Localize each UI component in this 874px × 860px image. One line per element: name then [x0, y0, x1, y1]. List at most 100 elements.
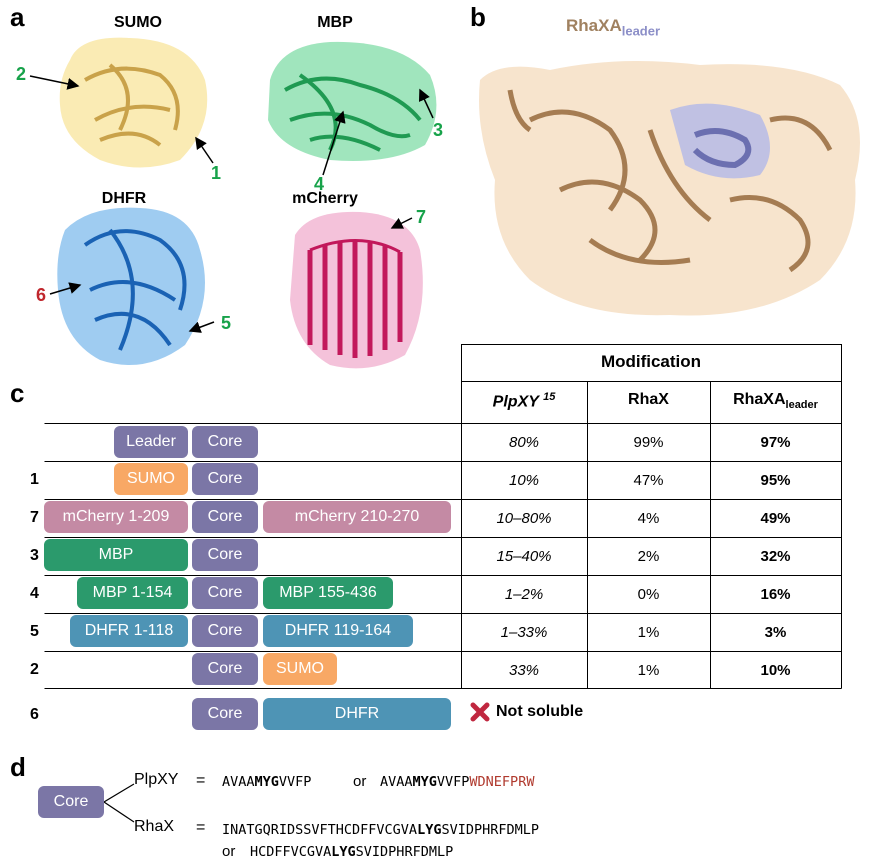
mcherry-title: mCherry	[292, 190, 358, 207]
seq-motif: MYG	[254, 774, 279, 790]
rhaxa-structure	[479, 61, 860, 316]
core-box: Core	[192, 463, 258, 495]
row6-rhax: 1%	[637, 662, 660, 679]
seq-motif: LYG	[417, 822, 442, 838]
row3-plpxy: 15–40%	[496, 548, 552, 565]
seq-motif: MYG	[412, 774, 437, 790]
rhax-sequence-2: HCDFFVCGVALYGSVIDPHRFDMLP	[250, 844, 453, 860]
seq-part: VVFP	[436, 774, 470, 790]
callout-6: 6	[36, 285, 47, 305]
row1-rhax: 47%	[633, 472, 664, 489]
row6-plpxy: 33%	[508, 662, 540, 679]
row7-label: 6	[30, 706, 39, 723]
row4-rhaxa: 16%	[760, 586, 791, 603]
plpxy-sequence-2: AVAAMYGVVFPWDNEFPRW	[380, 774, 534, 790]
cross-icon	[470, 702, 490, 722]
callout-5: 5	[221, 313, 232, 333]
panel-a-letter: a	[10, 2, 25, 32]
not-soluble-text: Not soluble	[496, 703, 584, 720]
leader-box: Leader	[114, 426, 188, 458]
equals-rhax: =	[196, 819, 206, 836]
core-box: Core	[192, 539, 258, 571]
callout-1: 1	[211, 163, 222, 183]
core-box: Core	[192, 577, 258, 609]
row4-plpxy: 1–2%	[504, 586, 544, 603]
row1-label: 1	[30, 471, 39, 488]
row2-rhax: 4%	[637, 510, 660, 527]
row5-label: 5	[30, 623, 39, 640]
col-rhaxa-header: RhaXAleader	[710, 391, 841, 411]
row0-plpxy: 80%	[508, 434, 540, 451]
mbp-box: MBP	[44, 539, 188, 571]
mcherry-1-209-box: mCherry 1-209	[44, 501, 188, 533]
seq-tail: WDNEFPRW	[469, 774, 535, 790]
seq-part: INATGQRIDSSVFTHCDFFVCGVA	[222, 822, 418, 838]
core-box-d: Core	[38, 786, 104, 818]
callout-3: 3	[433, 120, 444, 140]
callout-7: 7	[416, 207, 427, 227]
core-box: Core	[192, 501, 258, 533]
sumo-c-terminal-box: SUMO	[263, 653, 337, 685]
row5-plpxy: 1–33%	[500, 624, 548, 641]
row1-rhaxa: 95%	[760, 472, 791, 489]
seq-part: SVIDPHRFDMLP	[441, 822, 540, 838]
mbp-1-154-box: MBP 1-154	[77, 577, 188, 609]
callout-2: 2	[16, 64, 27, 84]
row0-rhax: 99%	[633, 434, 664, 451]
row2-rhaxa: 49%	[760, 510, 791, 527]
row2-plpxy: 10–80%	[496, 510, 552, 527]
rhax-sequence-1: INATGQRIDSSVFTHCDFFVCGVALYGSVIDPHRFDMLP	[222, 822, 539, 838]
col-rhaxa-subscript: leader	[785, 399, 818, 412]
core-box: Core	[192, 653, 258, 685]
dhfr-structure	[57, 207, 205, 365]
not-soluble-note: Not soluble	[470, 702, 583, 722]
sumo-structure	[59, 37, 208, 168]
callout-4: 4	[314, 174, 325, 194]
row5-rhax: 1%	[637, 624, 660, 641]
row5-rhaxa: 3%	[764, 624, 787, 641]
row4-label: 4	[30, 585, 39, 602]
protein-structures-panel-a	[29, 37, 437, 369]
col-rhax-header: RhaX	[628, 391, 669, 408]
row3-rhax: 2%	[637, 548, 660, 565]
or-text-1: or	[353, 773, 367, 790]
mcherry-structure	[290, 211, 423, 369]
panel-d-letter: d	[10, 752, 26, 782]
panel-c-letter: c	[10, 378, 25, 408]
seq-part: SVIDPHRFDMLP	[355, 844, 454, 860]
row6-rhaxa: 10%	[760, 662, 791, 679]
sumo-title: SUMO	[114, 14, 162, 31]
row4-rhax: 0%	[637, 586, 660, 603]
row2-label: 7	[30, 509, 39, 526]
plpxy-label-d: PlpXY	[134, 771, 179, 788]
or-text-2: or	[222, 843, 236, 860]
row6-label: 2	[30, 661, 39, 678]
dhfr-119-164-box: DHFR 119-164	[263, 615, 413, 647]
seq-part: VVFP	[278, 774, 312, 790]
dhfr-1-118-box: DHFR 1-118	[70, 615, 188, 647]
mcherry-210-270-box: mCherry 210-270	[263, 501, 451, 533]
row3-rhaxa: 32%	[760, 548, 791, 565]
equals-plpxy: =	[196, 772, 206, 789]
seq-part: HCDFFVCGVA	[250, 844, 332, 860]
seq-motif: LYG	[331, 844, 356, 860]
row3-label: 3	[30, 547, 39, 564]
rhax-label-d: RhaX	[134, 818, 175, 835]
core-box: Core	[192, 426, 258, 458]
panel-b-title: RhaXAleader	[566, 16, 660, 38]
col-plpxy-header: PlpXY 15	[461, 391, 587, 411]
mbp-title: MBP	[317, 14, 353, 31]
dhfr-title: DHFR	[101, 190, 147, 207]
col-rhaxa-label: RhaXA	[733, 391, 786, 408]
seq-part: AVAA	[380, 774, 413, 790]
mbp-structure	[268, 41, 437, 161]
mbp-155-436-box: MBP 155-436	[263, 577, 393, 609]
row1-plpxy: 10%	[508, 472, 540, 489]
panel-b-letter: b	[470, 2, 486, 32]
branch-lines	[104, 783, 135, 823]
leader-subscript: leader	[621, 23, 661, 39]
seq-part: AVAA	[222, 774, 255, 790]
sumo-box: SUMO	[114, 463, 188, 495]
col-plpxy-ref: 15	[543, 391, 556, 403]
core-box: Core	[192, 615, 258, 647]
